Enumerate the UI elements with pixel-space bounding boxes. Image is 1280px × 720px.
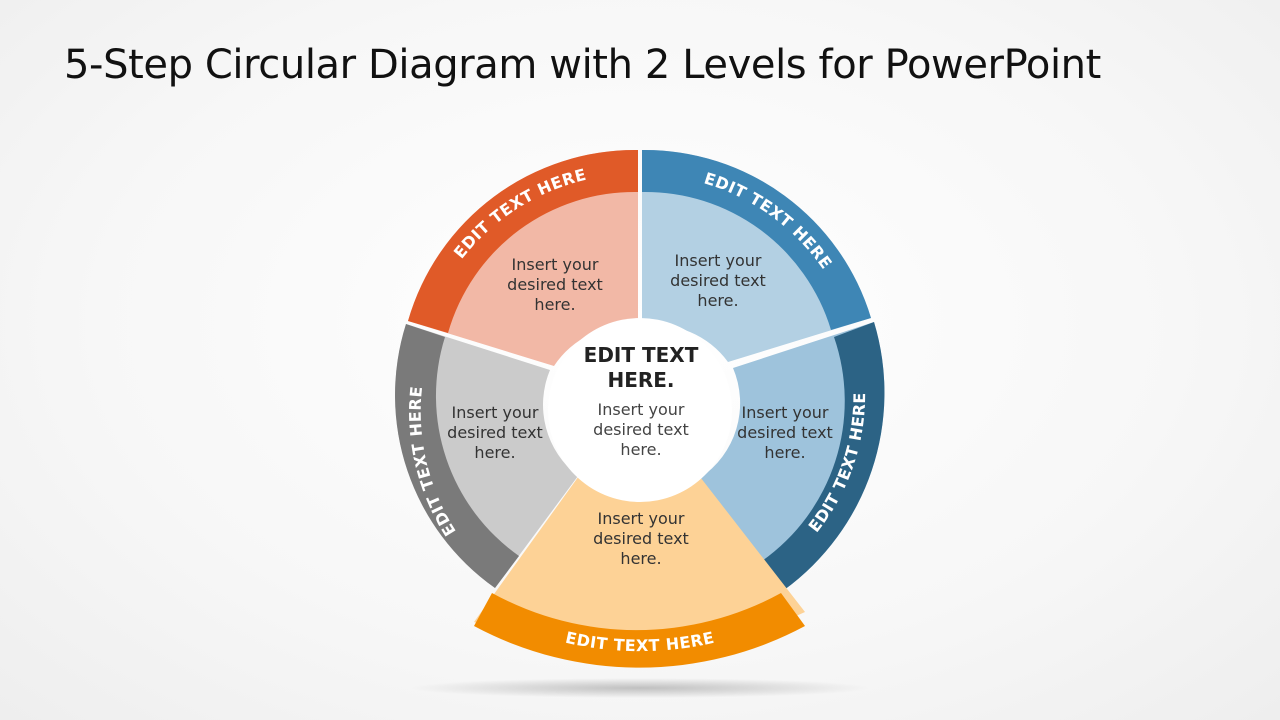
- inner-text-top-left: Insert your desired text here.: [507, 255, 603, 314]
- svg-text:desired text: desired text: [670, 271, 766, 290]
- svg-text:desired text: desired text: [593, 529, 689, 548]
- svg-text:here.: here.: [764, 443, 805, 462]
- svg-text:here.: here.: [534, 295, 575, 314]
- center-circle[interactable]: [548, 318, 732, 502]
- svg-text:Insert your: Insert your: [512, 255, 599, 274]
- svg-text:Insert your: Insert your: [742, 403, 829, 422]
- inner-text-right: Insert your desired text here.: [737, 403, 833, 462]
- svg-text:desired text: desired text: [447, 423, 543, 442]
- svg-text:here.: here.: [697, 291, 738, 310]
- inner-text-top-right: Insert your desired text here.: [670, 251, 766, 310]
- center-body-line1: Insert your: [598, 400, 685, 419]
- svg-text:Insert your: Insert your: [675, 251, 762, 270]
- svg-text:Insert your: Insert your: [452, 403, 539, 422]
- segment-left[interactable]: [395, 324, 578, 588]
- center-title-line1: EDIT TEXT: [584, 343, 699, 367]
- segment-top-left[interactable]: [408, 149, 638, 366]
- center-body-line3: here.: [620, 440, 661, 459]
- shadow: [410, 678, 870, 698]
- segment-top-right[interactable]: [642, 149, 871, 362]
- center-title-line2: HERE.: [607, 368, 674, 392]
- svg-text:Insert your: Insert your: [598, 509, 685, 528]
- svg-text:desired text: desired text: [737, 423, 833, 442]
- slide-title: 5-Step Circular Diagram with 2 Levels fo…: [64, 42, 1101, 88]
- inner-text-bottom: Insert your desired text here.: [593, 509, 689, 568]
- svg-text:here.: here.: [620, 549, 661, 568]
- inner-text-left: Insert your desired text here.: [447, 403, 543, 462]
- segment-bottom[interactable]: [474, 473, 805, 668]
- center-body-line2: desired text: [593, 420, 689, 439]
- segment-right[interactable]: [700, 322, 885, 590]
- svg-text:desired text: desired text: [507, 275, 603, 294]
- svg-text:here.: here.: [474, 443, 515, 462]
